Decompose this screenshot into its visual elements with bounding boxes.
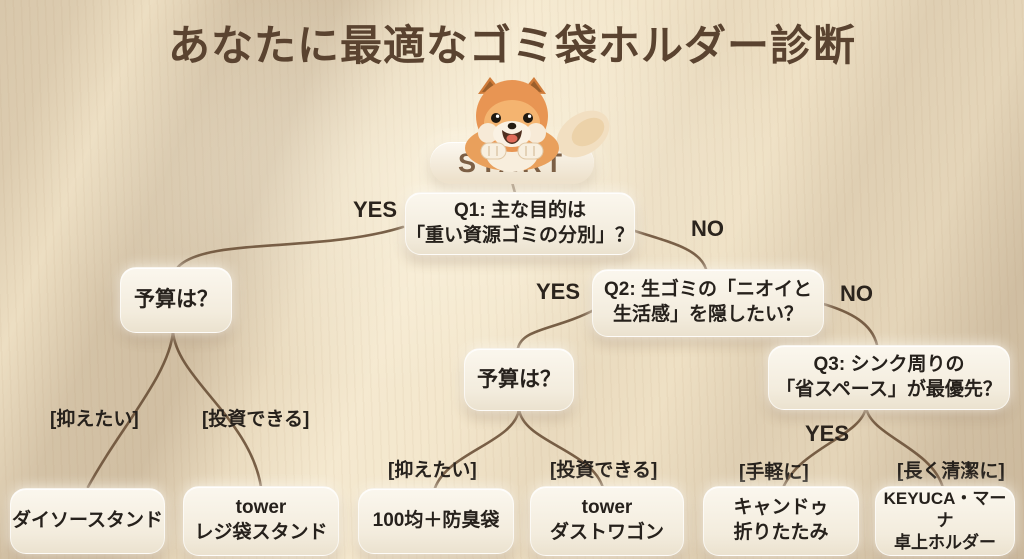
budget-node-left: 予算は？ [120,267,232,333]
branch-label-right-easy: [手軽に] [739,462,809,483]
branch-label-left-invest: [投資できる] [202,409,310,430]
edge-budgetleft-a [86,329,175,489]
edge-q1-yes [176,225,405,269]
edge-label-q3-yes: YES [805,421,850,446]
edge-label-q1-yes: YES [353,197,398,222]
q2-line1: Q2: 生ゴミの「ニオイと [604,279,812,301]
result-node-cando-folding: キャンドゥ 折りたたみ [703,486,859,556]
result-0-line1: ダイソースタンド [11,509,164,531]
q3-line2: 「省スペース」が最優先？ [776,378,1002,400]
result-node-tower-bag-stand: tower レジ袋スタンド [183,486,339,556]
budget-node-mid: 予算は？ [464,348,574,411]
result-node-daiso-stand: ダイソースタンド [10,488,165,554]
result-node-keyuca-marna-holder: KEYUCA・マーナ 卓上ホルダー [875,486,1015,556]
branch-label-mid-low: [抑えたい] [388,460,477,481]
dog-illustration [465,77,610,172]
q3-line1: Q3: シンク周りの [813,353,965,375]
question-node-q3: Q3: シンク周りの 「省スペース」が最優先？ [768,345,1010,410]
branch-label-right-clean: [長く清潔に] [897,461,1005,482]
budget-mid-label: 予算は？ [477,367,561,391]
edge-label-q2-no: NO [840,281,873,306]
edge-q2-yes [516,307,598,350]
edge-budgetleft-b [171,329,263,489]
edge-q1-no [630,228,708,271]
result-5-line1: KEYUCA・マーナ [883,488,1007,530]
result-3-line1: tower [581,497,633,519]
dog-paws [480,142,544,160]
edge-label-q2-yes: YES [536,279,581,304]
dog-eye-left [491,113,501,123]
result-1-line2: レジ袋スタンド [194,522,328,543]
dog-eye-right [523,113,533,123]
edge-q3-a [781,405,868,490]
question-node-q1: Q1: 主な目的は 「重い資源ゴミの分別」？ [405,192,635,255]
result-5-line2: 卓上ホルダー [894,533,996,553]
edge-budgetmid-b [517,407,605,490]
edge-q2-no [818,301,879,347]
dog-tongue [506,134,518,143]
branch-label-mid-invest: [投資できる] [550,460,658,481]
question-node-q2: Q2: 生ゴミの「ニオイと 生活感」を隠したい？ [592,269,824,337]
result-2-line1: 100均＋防臭袋 [372,509,500,531]
page-title: あなたに最適なゴミ袋ホルダー診断 [167,22,856,69]
branch-label-left-low: [抑えたい] [50,409,139,430]
dog-nose [507,122,517,130]
result-4-line1: キャンドゥ [733,497,829,519]
q2-line2: 生活感」を隠したい？ [612,304,803,325]
edge-q3-b [864,405,945,490]
edge-label-q1-no: NO [691,216,724,241]
result-node-tower-dust-wagon: tower ダストワゴン [530,486,684,556]
result-4-line2: 折りたたみ [733,522,829,543]
result-node-100yen-deodorant-bag: 100均＋防臭袋 [358,488,514,554]
q1-line2: 「重い資源ゴミの分別」？ [406,224,635,246]
q1-line1: Q1: 主な目的は [454,199,586,221]
edge-budgetmid-a [433,407,521,490]
result-3-line2: ダストワゴン [549,522,664,543]
result-1-line1: tower [235,497,287,519]
budget-left-label: 予算は？ [134,288,218,312]
